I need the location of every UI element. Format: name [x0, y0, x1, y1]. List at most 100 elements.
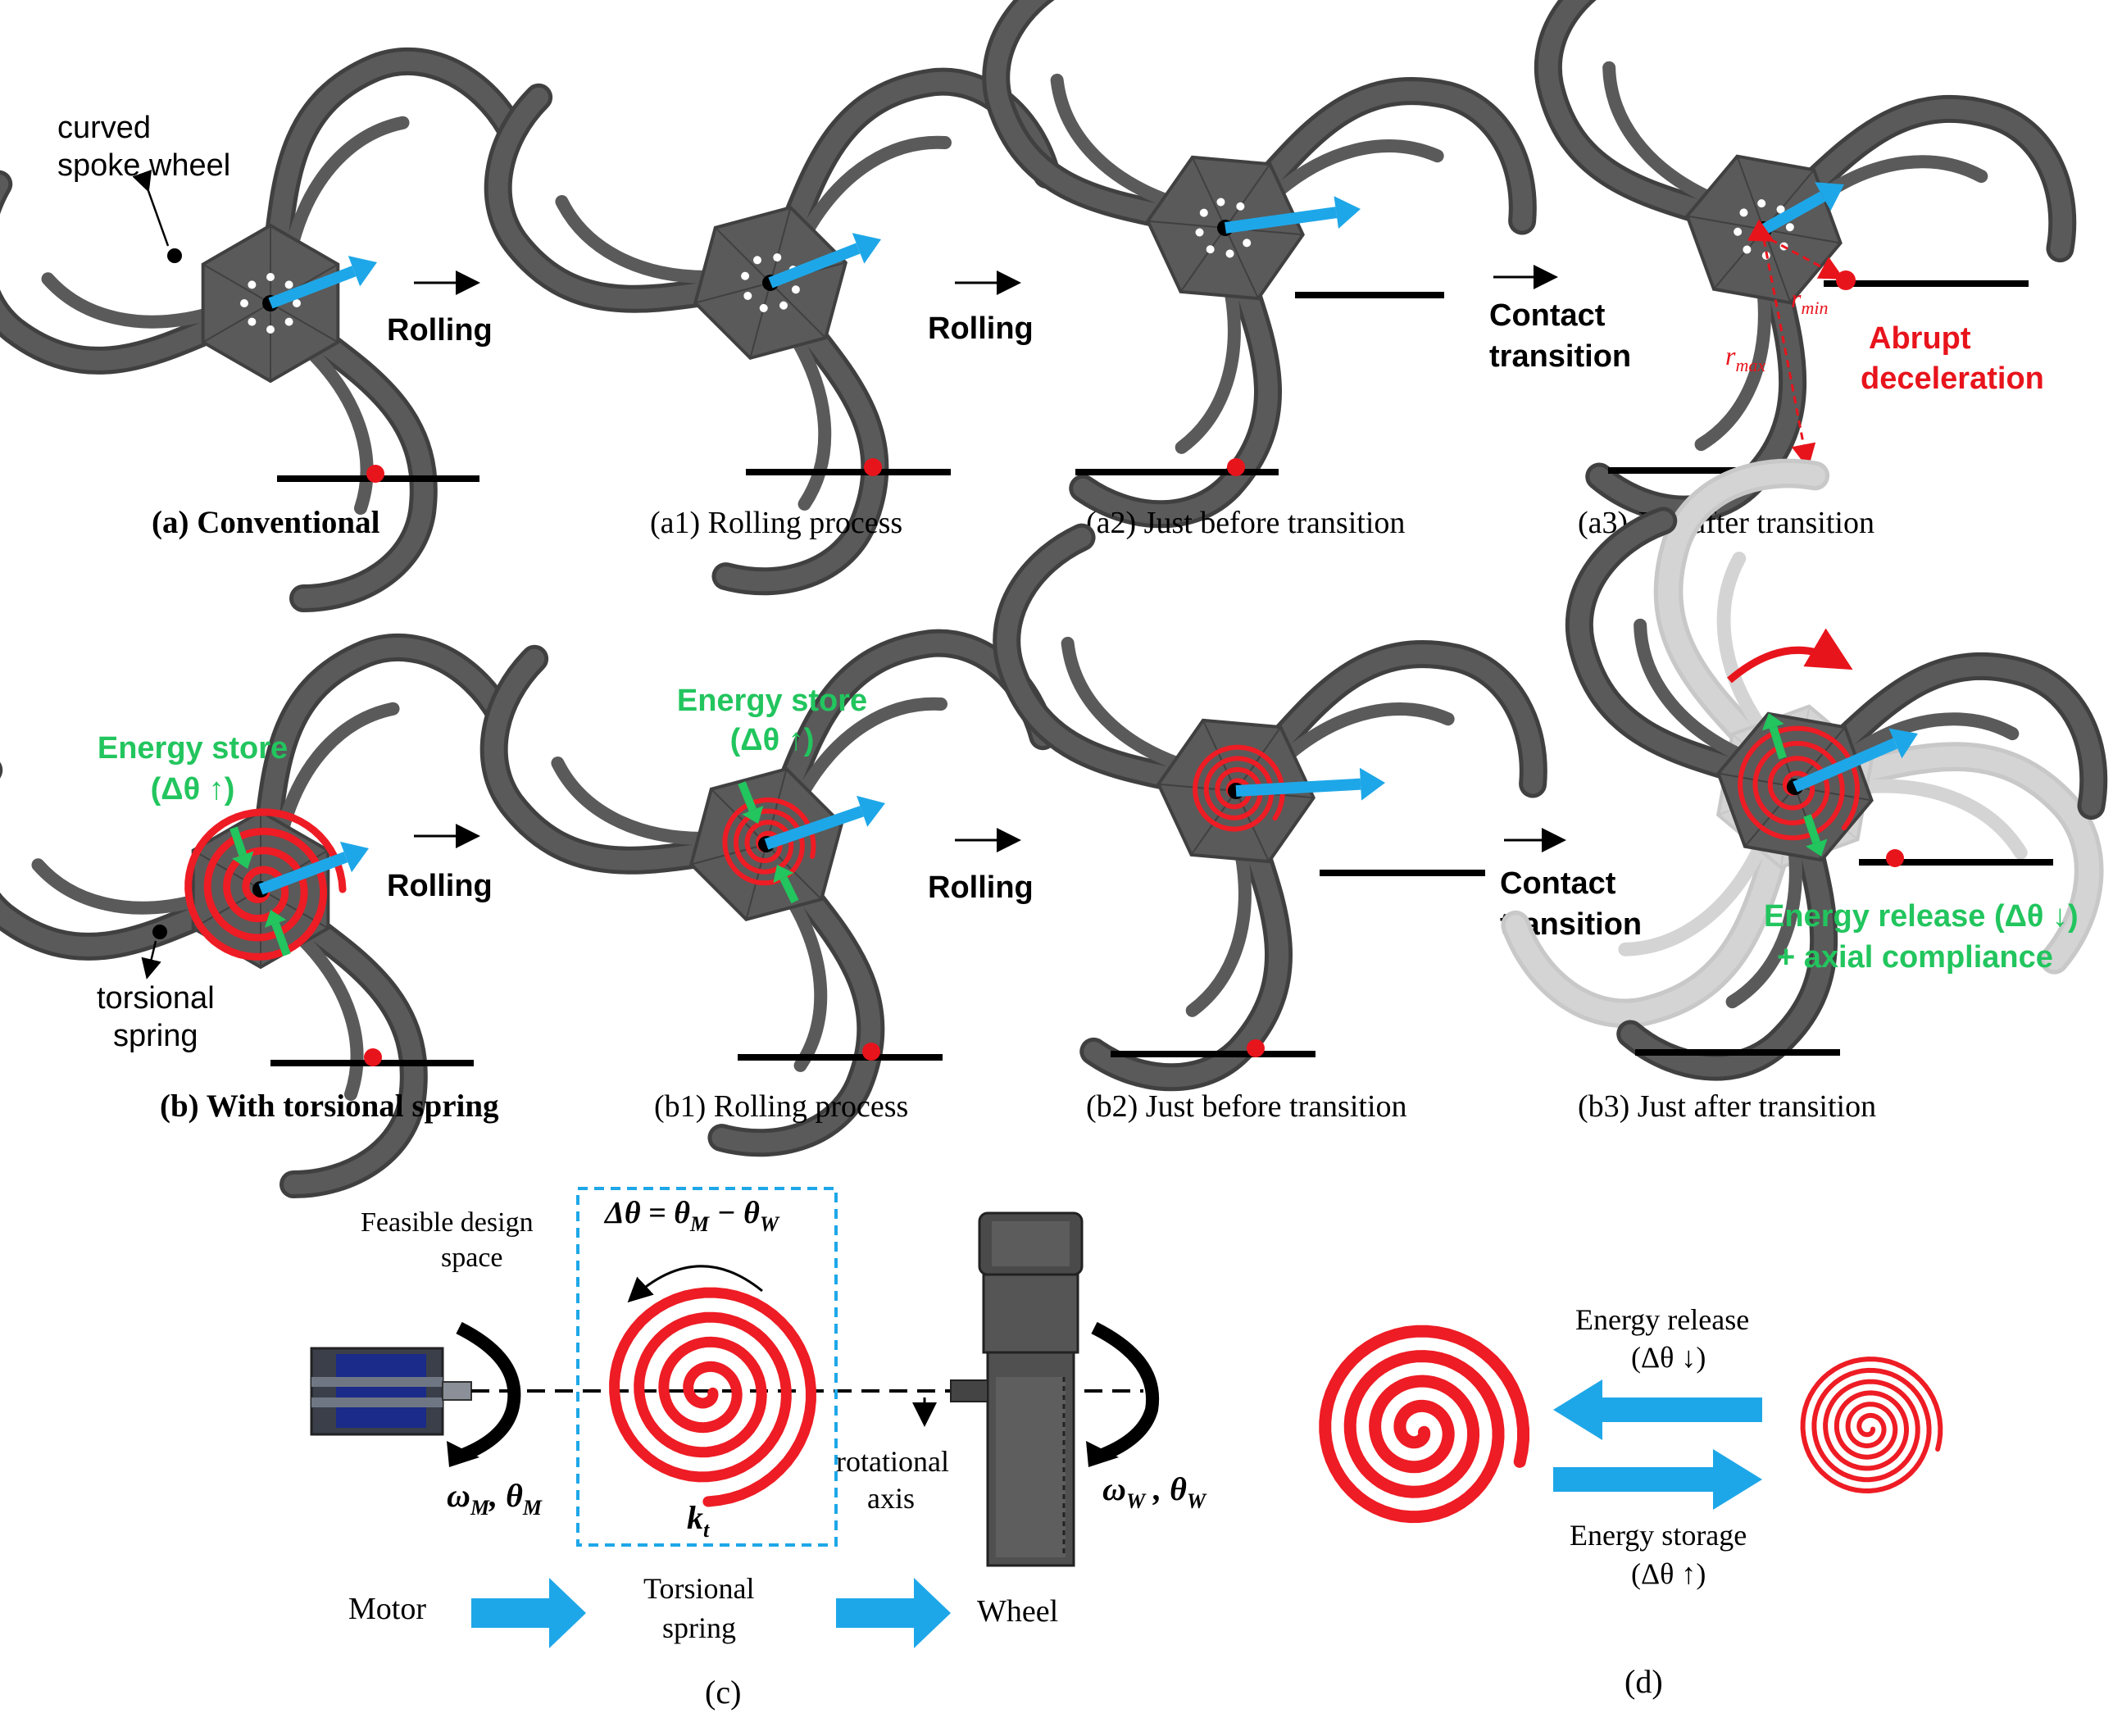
- spoke-arm-face: [284, 904, 424, 1194]
- contact-point-b2: [1247, 1039, 1265, 1057]
- hub-seam: [770, 282, 826, 339]
- spoke-arm: [0, 170, 248, 375]
- energy-release-label-line2: + axial compliance: [1777, 940, 2053, 975]
- hub-seam: [202, 263, 271, 304]
- velocity-arrow-a1: [768, 233, 881, 289]
- row-a: curved spoke wheel Rolling Rolling Conta…: [0, 0, 2077, 612]
- hub-hole: [266, 273, 275, 281]
- spoke-strut: [1061, 636, 1185, 770]
- energy-store-label-b-line2: (Δθ ↑): [151, 772, 235, 807]
- contact-point-a2: [1227, 458, 1245, 476]
- compress-arrow-b1-top: [738, 781, 764, 824]
- motor-rotation-arrow: [456, 1321, 521, 1461]
- wheel-rotation-arrowhead: [1086, 1441, 1119, 1467]
- spoke-strut: [1282, 702, 1455, 761]
- r-min-label: rmin: [1791, 284, 1828, 318]
- flow-spring-label-line1: Torsional: [643, 1572, 754, 1605]
- arrow-head: [1806, 838, 1828, 857]
- design-space-box: [576, 1187, 838, 1547]
- hub-hole: [779, 301, 788, 310]
- arrow-head: [1761, 713, 1784, 731]
- spring-label-line1: torsional: [97, 981, 215, 1016]
- delta-theta-arrow: [627, 1265, 763, 1303]
- arrow-head: [1888, 728, 1918, 759]
- velocity-arrow-b3: [1793, 728, 1918, 793]
- spring-coil: [1319, 1325, 1529, 1524]
- spoke-arm-face: [997, 527, 1206, 793]
- hub-hole: [791, 285, 800, 294]
- velocity-arrow-a: [268, 256, 377, 309]
- spoke-arm-face: [293, 318, 434, 608]
- velocity-arrow-b1: [764, 795, 885, 850]
- spoke-arm-face: [1620, 816, 1834, 1077]
- caption-b: (b) With torsional spring: [160, 1088, 499, 1124]
- contact-label-b-line1: Contact: [1500, 866, 1616, 901]
- hub-seam: [1225, 227, 1260, 299]
- wheel-side-view: [950, 1211, 1084, 1567]
- flow-wheel-label: Wheel: [977, 1594, 1058, 1629]
- arrow-shaft: [768, 243, 861, 289]
- spoke-strut: [305, 346, 374, 515]
- arrow-head: [265, 910, 287, 928]
- energy-release-d-line2: (Δθ ↓): [1631, 1341, 1706, 1374]
- release-arrow-b3-top: [1761, 713, 1787, 760]
- panel-d: Energy release (Δθ ↓) Energy storage (Δθ…: [1319, 1303, 1943, 1700]
- arrow-shaft: [229, 826, 247, 857]
- hub-hole: [266, 325, 275, 334]
- energy-storage-d-line1: Energy storage: [1570, 1519, 1747, 1552]
- rolling-label-b2: Rolling: [928, 870, 1034, 905]
- energy-store-label-b1-line1: Energy store: [677, 684, 867, 718]
- rolling-label-a1: Rolling: [387, 313, 493, 348]
- spoke-arm-face: [488, 87, 740, 309]
- contact-label-a-line1: Contact: [1489, 298, 1606, 333]
- hub-hole: [284, 280, 293, 289]
- delta-theta-equation: Δθ = θM − θW: [603, 1196, 780, 1236]
- contact-point-a: [366, 465, 384, 483]
- arrow-shaft: [779, 875, 799, 904]
- caption-c: (c): [705, 1674, 741, 1711]
- spoke-arm-face: [0, 174, 243, 370]
- flow-arrow-1: [471, 1578, 586, 1648]
- storage-arrow-d: [1553, 1449, 1762, 1510]
- caption-b2: (b2) Just before transition: [1086, 1089, 1407, 1124]
- spoke-arm-face: [716, 305, 885, 592]
- hub-hole: [1776, 205, 1785, 214]
- axis-label-line1: rotational: [836, 1445, 949, 1478]
- spoke-arm-face: [1784, 98, 2073, 259]
- motor-rotation-arrowhead: [447, 1441, 479, 1467]
- hub-seam: [711, 788, 767, 845]
- arrow-shaft: [268, 266, 357, 309]
- release-arrow-b3-bottom: [1803, 814, 1828, 857]
- spoke-arm-face: [1658, 462, 1825, 766]
- spoke-arm-face: [1084, 820, 1289, 1088]
- spoke-arm-face: [484, 648, 736, 870]
- hub-hole: [1199, 208, 1208, 217]
- hub-hole: [293, 299, 301, 307]
- spring-label-pointer: [141, 940, 161, 979]
- spoke-strut: [790, 334, 832, 511]
- spoke-arm-face: [1073, 257, 1279, 525]
- hub-seam: [770, 207, 792, 284]
- contact-label-a-line2: transition: [1489, 339, 1631, 374]
- hub-seam: [1225, 163, 1271, 229]
- spring-marker-dot: [152, 925, 167, 939]
- hub-seam: [1736, 156, 1765, 230]
- rolling-label-a2: Rolling: [928, 311, 1034, 346]
- hub-hole: [773, 253, 782, 262]
- spoke-strut: [1843, 712, 2020, 762]
- kt-label: kt: [687, 1499, 710, 1542]
- hub-hole: [1236, 202, 1245, 211]
- arrow-head: [339, 841, 369, 873]
- arrow-shaft: [1225, 207, 1338, 234]
- spoke-strut: [1725, 844, 1802, 1009]
- spoke-arm-face: [1538, 0, 1735, 228]
- compress-arrow-b1: [229, 826, 254, 869]
- flow-arrow-2: [836, 1578, 951, 1648]
- hub-hole: [248, 317, 257, 326]
- energy-store-label-b1-line2: (Δθ ↑): [730, 723, 815, 757]
- spoke-strut: [41, 272, 215, 329]
- spoke-arm-face: [1243, 81, 1533, 231]
- panel-c: ωM, θM Feasible design space Δθ = θM − θ…: [310, 1187, 1207, 1711]
- hub-hole: [1195, 228, 1204, 237]
- caption-d: (d): [1625, 1663, 1663, 1700]
